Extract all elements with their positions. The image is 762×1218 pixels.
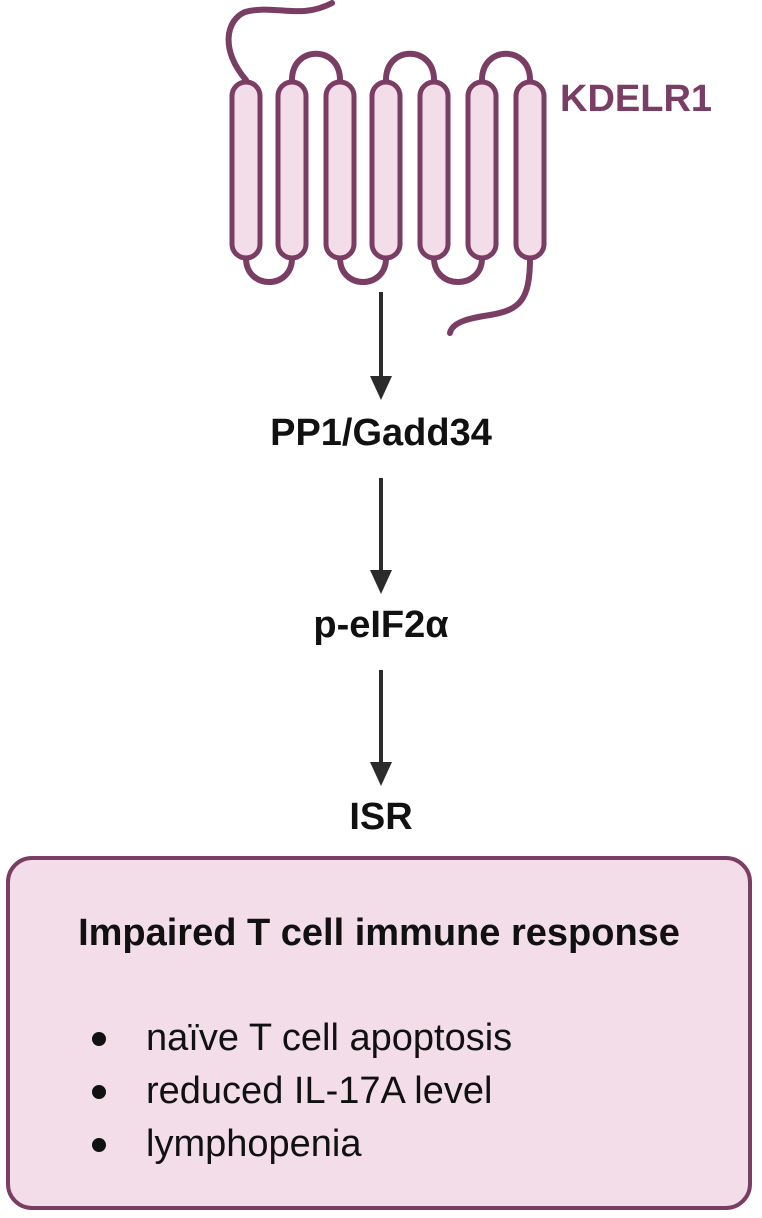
receptor-label: KDELR1	[560, 78, 713, 120]
pathway-node-p-eif2a: p-eIF2α	[313, 604, 449, 646]
c-terminus-tail	[447, 255, 533, 336]
list-item: reduced IL-17A level	[88, 1065, 512, 1118]
loop-bottom-3	[431, 255, 485, 285]
loop-top-3	[479, 50, 533, 83]
helix-2	[275, 79, 309, 261]
helix-3	[323, 79, 357, 261]
arrow-receptor-to-node1	[370, 292, 392, 400]
bullet-icon	[92, 1032, 106, 1046]
pathway-node-isr: ISR	[349, 796, 413, 838]
bullet-icon	[92, 1138, 106, 1152]
loop-top-2	[383, 50, 437, 83]
helix-6	[465, 79, 499, 261]
list-item: lymphopenia	[88, 1118, 512, 1171]
helix-4	[369, 79, 403, 261]
pathway-node-pp1-gadd34: PP1/Gadd34	[270, 412, 492, 454]
helix-7	[513, 79, 547, 261]
bullet-icon	[92, 1085, 106, 1099]
kdelr1-receptor-illustration	[225, 0, 547, 336]
outcome-title: Impaired T cell immune response	[78, 912, 680, 954]
list-item-text: naïve T cell apoptosis	[146, 1017, 513, 1059]
arrow-node2-to-node3	[370, 670, 392, 786]
list-item-text: lymphopenia	[146, 1123, 362, 1165]
helix-5	[417, 79, 451, 261]
list-item-text: reduced IL-17A level	[146, 1070, 493, 1112]
outcome-box: Impaired T cell immune response naïve T …	[6, 856, 752, 1210]
loop-bottom-2	[337, 255, 389, 285]
n-terminus-tail	[225, 0, 335, 83]
list-item: naïve T cell apoptosis	[88, 1012, 512, 1065]
helix-1	[229, 79, 263, 261]
loop-top-1	[289, 50, 343, 83]
arrow-node1-to-node2	[370, 478, 392, 594]
loop-bottom-1	[243, 255, 295, 285]
outcome-list: naïve T cell apoptosis reduced IL-17A le…	[88, 1012, 512, 1171]
